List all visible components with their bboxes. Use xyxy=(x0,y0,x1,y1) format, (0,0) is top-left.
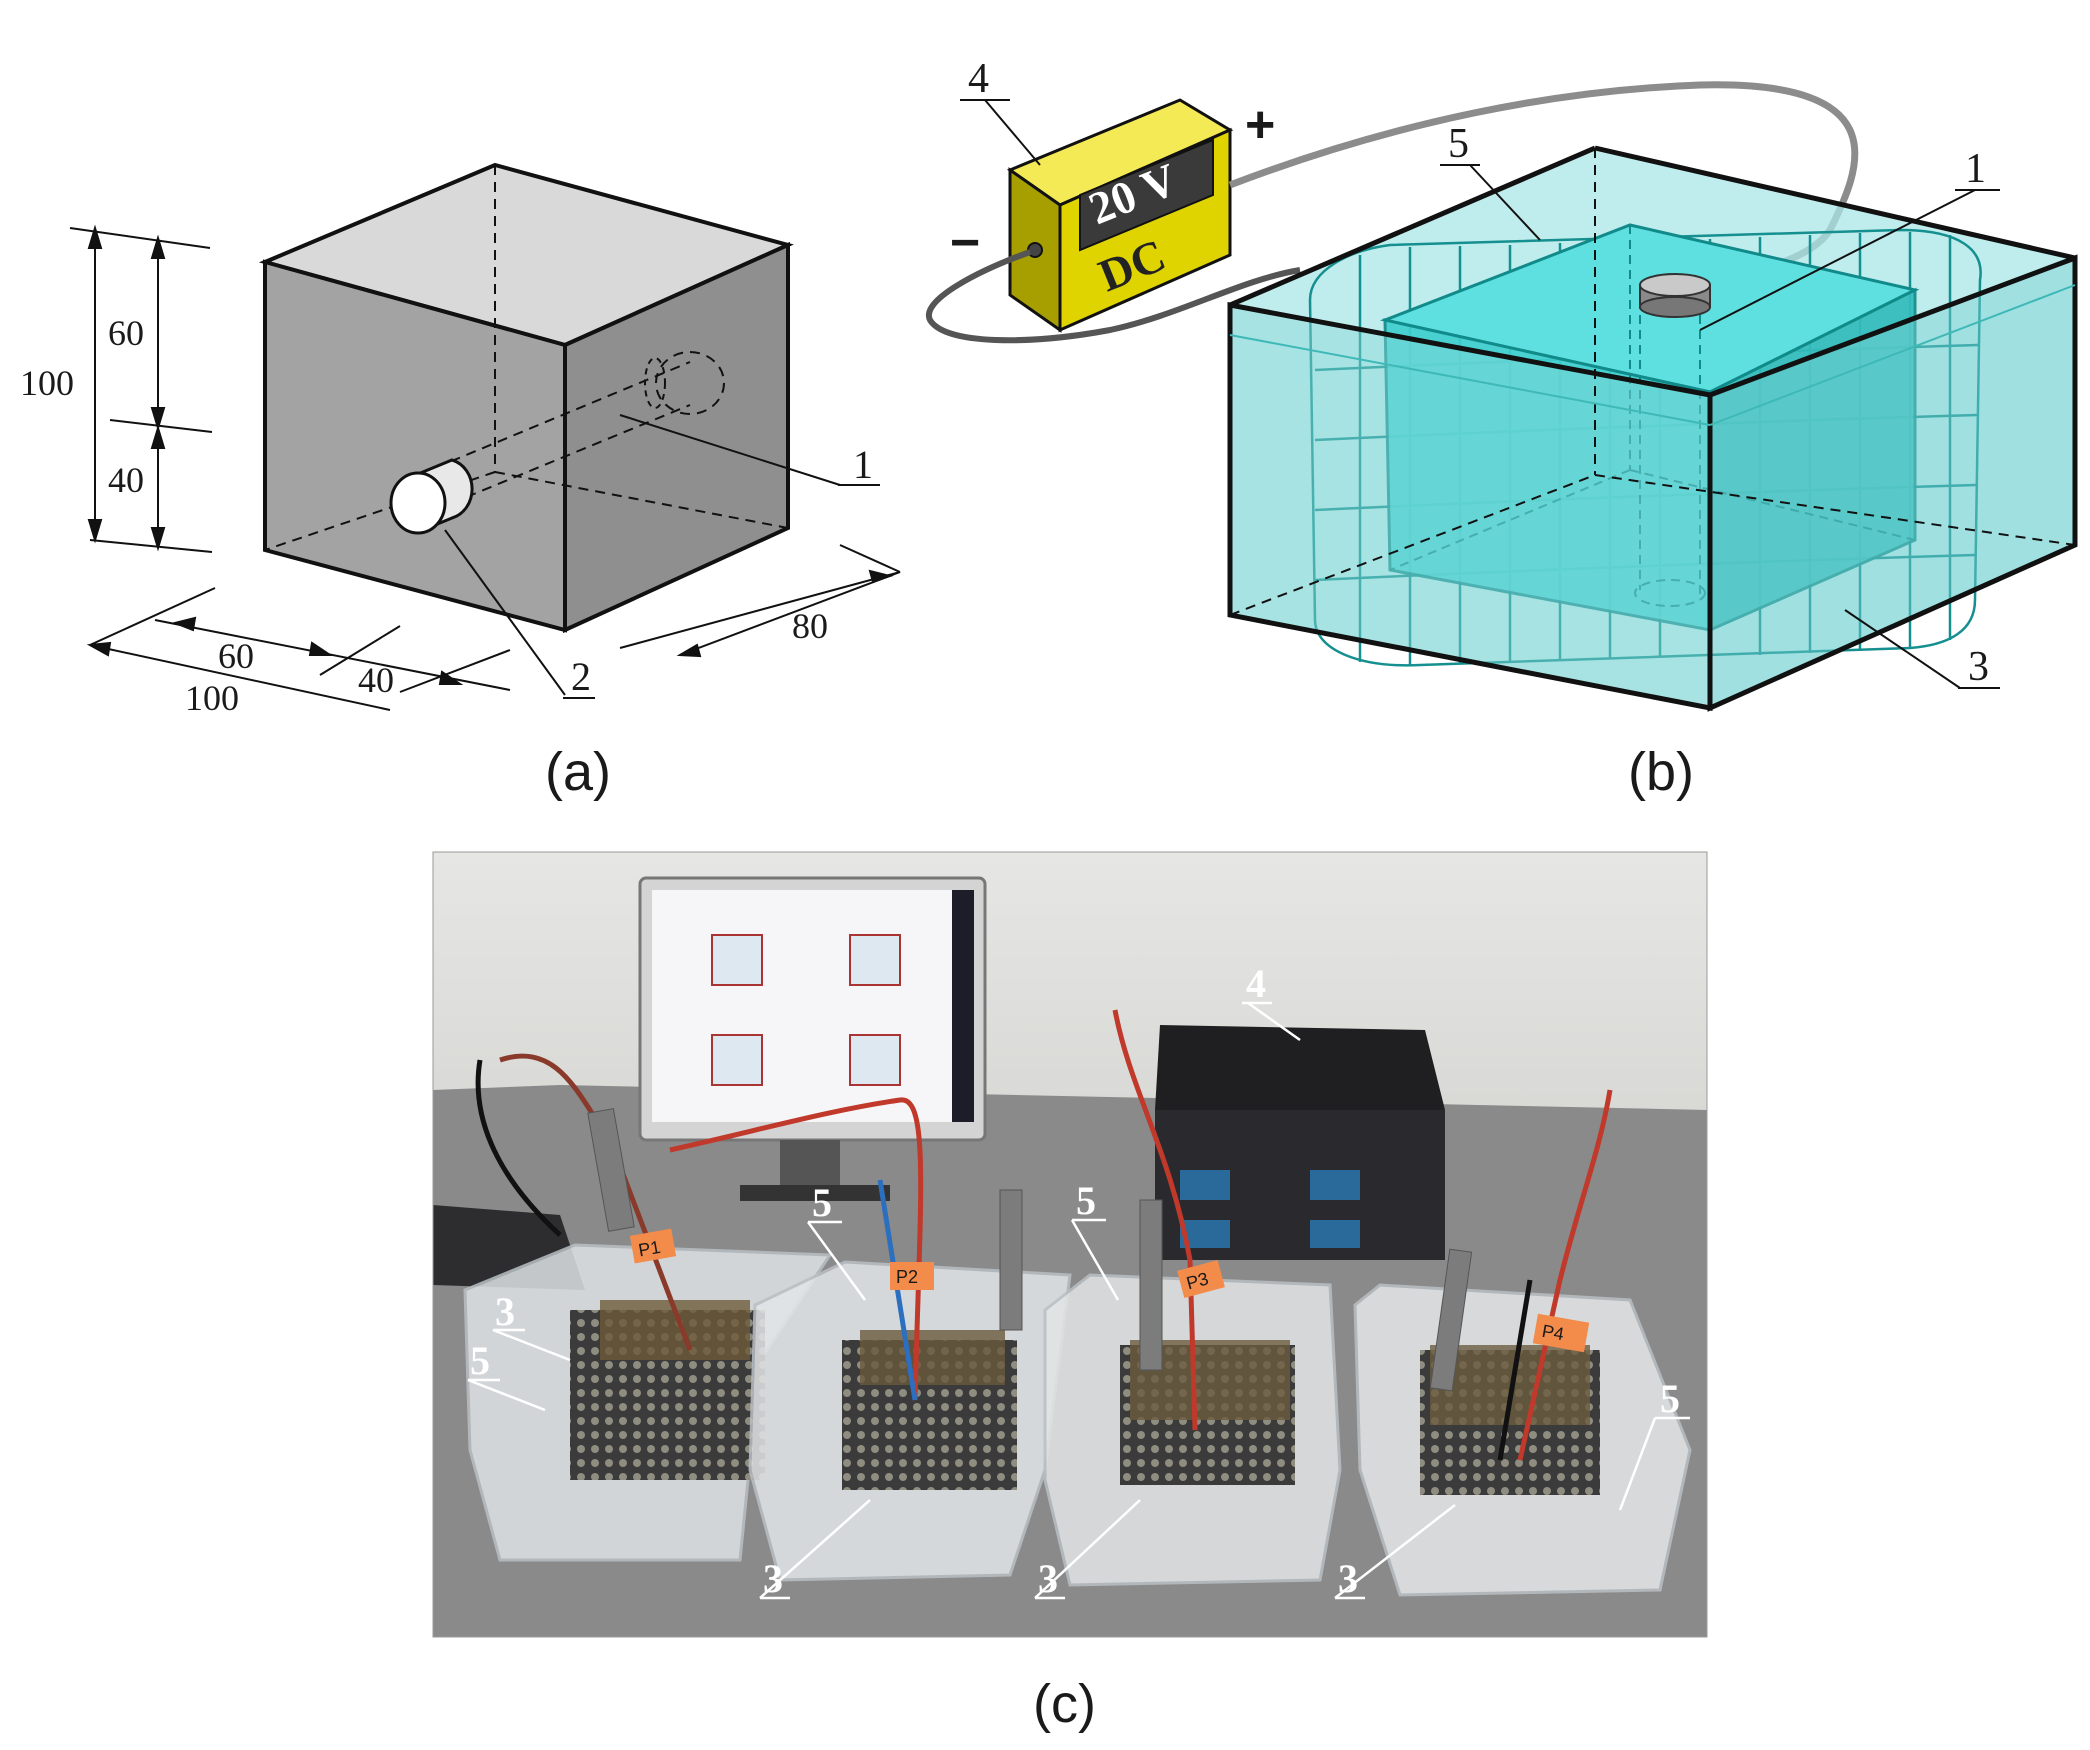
label-tank-b: 5 xyxy=(1448,121,1469,167)
tag-p2: P2 xyxy=(896,1267,918,1287)
vertical-dimensions xyxy=(69,224,213,553)
tank xyxy=(1227,145,2078,712)
photo-leaders xyxy=(467,1001,1690,1600)
panel-b-leaders xyxy=(960,99,2000,689)
power-supply-unit xyxy=(1155,1025,1445,1260)
dim-height-total: 100 xyxy=(20,363,74,403)
label-tank-c3: 5 xyxy=(1076,1178,1096,1223)
caption-a: (a) xyxy=(545,742,611,802)
negative-wire xyxy=(925,249,1301,344)
tank-photo-2 xyxy=(748,1260,1072,1582)
panel-c-photo: P1 P2 P3 P4 xyxy=(432,851,1708,1734)
caption-b: (b) xyxy=(1628,742,1694,802)
water-line-right xyxy=(1709,284,2076,426)
supply-display xyxy=(1079,138,1214,252)
dim-width-left: 60 xyxy=(218,636,254,676)
caption-c: (c) xyxy=(1033,1674,1096,1734)
dc-supply: 20 V DC xyxy=(1006,98,1234,333)
dim-height-upper: 60 xyxy=(108,313,144,353)
supply-minus: − xyxy=(950,214,980,272)
tag-p4: P4 xyxy=(1540,1321,1565,1345)
label-block-a: 1 xyxy=(853,442,873,487)
label-mesh-c4: 3 xyxy=(1338,1556,1358,1601)
label-tank-c2: 5 xyxy=(812,1180,832,1225)
supply-plus: + xyxy=(1245,96,1275,154)
tank-photo-1 xyxy=(463,1243,833,1562)
photo-labels: 4 5 5 3 5 5 3 3 3 xyxy=(470,961,1680,1601)
sample-tags: P1 P2 P3 P4 xyxy=(629,1228,1590,1353)
photo-frame xyxy=(432,851,1708,1638)
photo-anode-strips xyxy=(587,1108,1473,1392)
panel-b: 20 V DC + − xyxy=(925,56,2078,802)
label-mesh-c1: 3 xyxy=(495,1289,515,1334)
tag-p1: P1 xyxy=(637,1237,662,1261)
water-line xyxy=(1229,334,1711,426)
label-mesh-b: 3 xyxy=(1968,644,1989,690)
panel-a: 100 60 40 60 40 100 80 xyxy=(20,162,901,802)
horizontal-dimensions xyxy=(86,544,901,711)
label-supply-c: 4 xyxy=(1246,961,1266,1006)
label-block-b: 1 xyxy=(1965,146,1986,192)
dim-depth: 80 xyxy=(792,606,828,646)
label-mesh-c2: 3 xyxy=(763,1556,783,1601)
dim-height-lower: 40 xyxy=(108,460,144,500)
label-tank-c1: 5 xyxy=(470,1338,490,1383)
label-tank-c4: 5 xyxy=(1660,1376,1680,1421)
panel-a-leaders xyxy=(444,414,880,699)
dim-width-right: 40 xyxy=(358,660,394,700)
photo-wires xyxy=(475,1009,1613,1461)
label-supply-b: 4 xyxy=(968,56,989,102)
electrode-cap xyxy=(1639,273,1711,318)
label-hole-a: 2 xyxy=(571,654,591,699)
label-mesh-c3: 3 xyxy=(1038,1556,1058,1601)
dim-width-total: 100 xyxy=(185,678,239,718)
cylinder-hole xyxy=(389,458,474,535)
monitor xyxy=(638,876,987,1201)
